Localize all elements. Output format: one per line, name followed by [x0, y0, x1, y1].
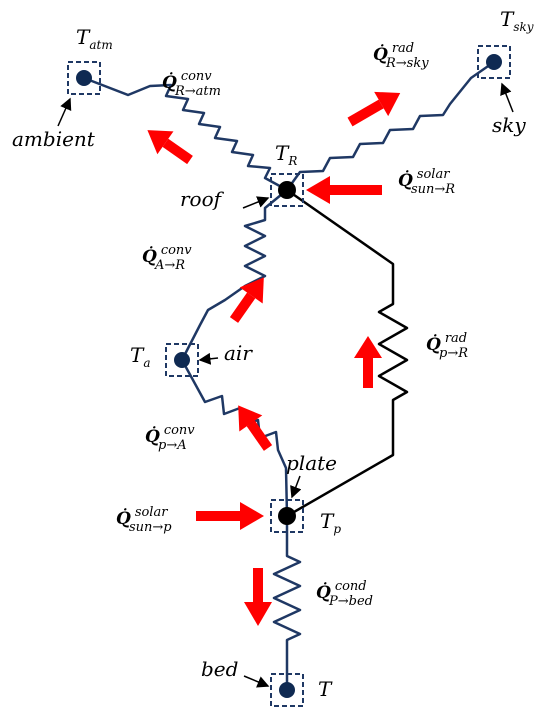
pointer-roof: [242, 196, 270, 209]
sky-label: sky: [492, 113, 526, 137]
air-box: [165, 343, 199, 377]
flow-cond-P-bed: Q̇ cond P→bed: [316, 577, 373, 609]
air-node: [174, 352, 190, 368]
pointer-sky: [500, 82, 514, 113]
plate-node: [278, 507, 296, 525]
plate-label: plate: [286, 451, 337, 475]
arrow-conv-air-roof: [229, 277, 264, 323]
wire-roof-air: [180, 189, 288, 361]
roof-label: roof: [180, 187, 225, 211]
bed-node: [279, 682, 295, 698]
roof-box: [270, 173, 304, 207]
arrow-solar-plate: [196, 502, 264, 530]
wire-plate-bed: [272, 516, 302, 690]
sky-box: [477, 45, 511, 79]
T-atm-label: Tatm: [76, 25, 113, 52]
flow-conv-p-A: Q̇ conv p→A: [145, 421, 199, 453]
pointer-plate: [290, 475, 302, 499]
air-label: air: [224, 341, 253, 365]
wire-plate-roof: [286, 188, 409, 518]
T-air-label: Ta: [130, 343, 151, 370]
pointer-ambient: [57, 97, 72, 127]
flow-conv-A-R: Q̇ conv A→R: [142, 241, 196, 273]
arrow-cond-plate-bed: [244, 568, 272, 626]
wire-air-plate: [180, 359, 289, 517]
roof-node: [278, 181, 296, 199]
flow-rad-p-R: Q̇ rad p→R: [426, 329, 471, 361]
sky-node: [486, 54, 502, 70]
atm-node: [76, 70, 92, 86]
flow-rad-R-sky: Q̇ rad R→sky: [373, 39, 429, 71]
flow-conv-R-atm: Q̇ conv R→atm: [162, 67, 221, 99]
arrow-conv-plate-air: [238, 405, 273, 451]
T-plate-label: Tp: [320, 509, 341, 536]
T-sky-label: Tsky: [500, 7, 534, 34]
bed-label: bed: [201, 657, 238, 681]
plate-box: [270, 499, 304, 533]
T-bed-label: T: [318, 677, 333, 701]
arrow-solar-roof: [306, 176, 382, 204]
arrow-rad-plate-roof: [354, 336, 382, 388]
pointer-bed: [243, 675, 270, 688]
atm-box: [67, 61, 101, 95]
T-roof-label: TR: [275, 141, 297, 168]
ambient-label: ambient: [12, 127, 96, 151]
bed-box: [270, 673, 304, 707]
wire-roof-atm: [83, 76, 288, 192]
flow-solar-sun-R: Q̇ solar sun→R: [398, 165, 455, 197]
arrow-conv-roof-atm: [147, 130, 193, 165]
pointer-air: [198, 352, 219, 365]
wire-roof-sky: [285, 60, 495, 191]
arrow-rad-roof-sky: [347, 91, 401, 127]
flow-solar-sun-p: Q̇ solar sun→p: [116, 503, 172, 535]
